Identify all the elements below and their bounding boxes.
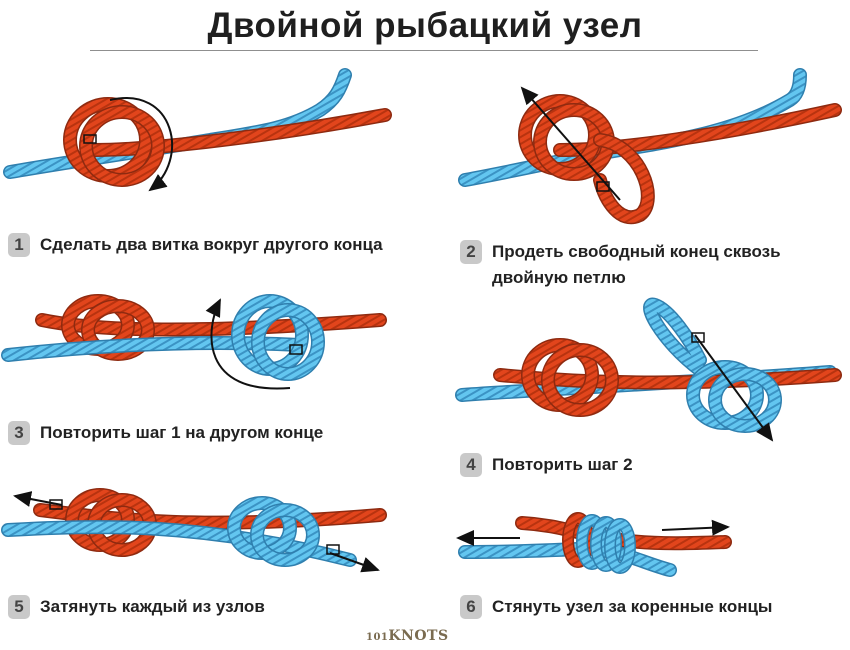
step-1-illustration bbox=[10, 75, 385, 190]
step-4-caption: 4 Повторить шаг 2 bbox=[460, 452, 633, 478]
step-2-text: Продеть свободный конец сквозь двойную п… bbox=[492, 239, 781, 291]
step-3-text: Повторить шаг 1 на другом конце bbox=[40, 420, 323, 446]
step-4-number: 4 bbox=[460, 453, 482, 477]
step-2-number: 2 bbox=[460, 240, 482, 264]
step-1-caption: 1 Сделать два витка вокруг другого конца bbox=[8, 232, 383, 258]
step-6-text: Стянуть узел за коренные концы bbox=[492, 594, 772, 620]
step-5-number: 5 bbox=[8, 595, 30, 619]
step-4-illustration bbox=[462, 305, 835, 440]
step-5-illustration bbox=[8, 495, 380, 570]
brand-logo-prefix: 101 bbox=[366, 632, 388, 643]
step-5-text: Затянуть каждый из узлов bbox=[40, 594, 265, 620]
step-5-caption: 5 Затянуть каждый из узлов bbox=[8, 594, 265, 620]
step-4-text: Повторить шаг 2 bbox=[492, 452, 633, 478]
step-6-number: 6 bbox=[460, 595, 482, 619]
step-3-number: 3 bbox=[8, 421, 30, 445]
step-2-illustration bbox=[465, 75, 835, 217]
step-2-caption: 2 Продеть свободный конец сквозь двойную… bbox=[460, 239, 781, 291]
step-1-number: 1 bbox=[8, 233, 30, 257]
step-6-caption: 6 Стянуть узел за коренные концы bbox=[460, 594, 772, 620]
brand-logo-name: KNOTS bbox=[388, 628, 448, 644]
brand-logo: 101KNOTS bbox=[366, 628, 449, 644]
step-3-caption: 3 Повторить шаг 1 на другом конце bbox=[8, 420, 323, 446]
step-3-illustration bbox=[8, 300, 380, 389]
step-1-text: Сделать два витка вокруг другого конца bbox=[40, 232, 383, 258]
step-6-illustration bbox=[458, 518, 728, 570]
